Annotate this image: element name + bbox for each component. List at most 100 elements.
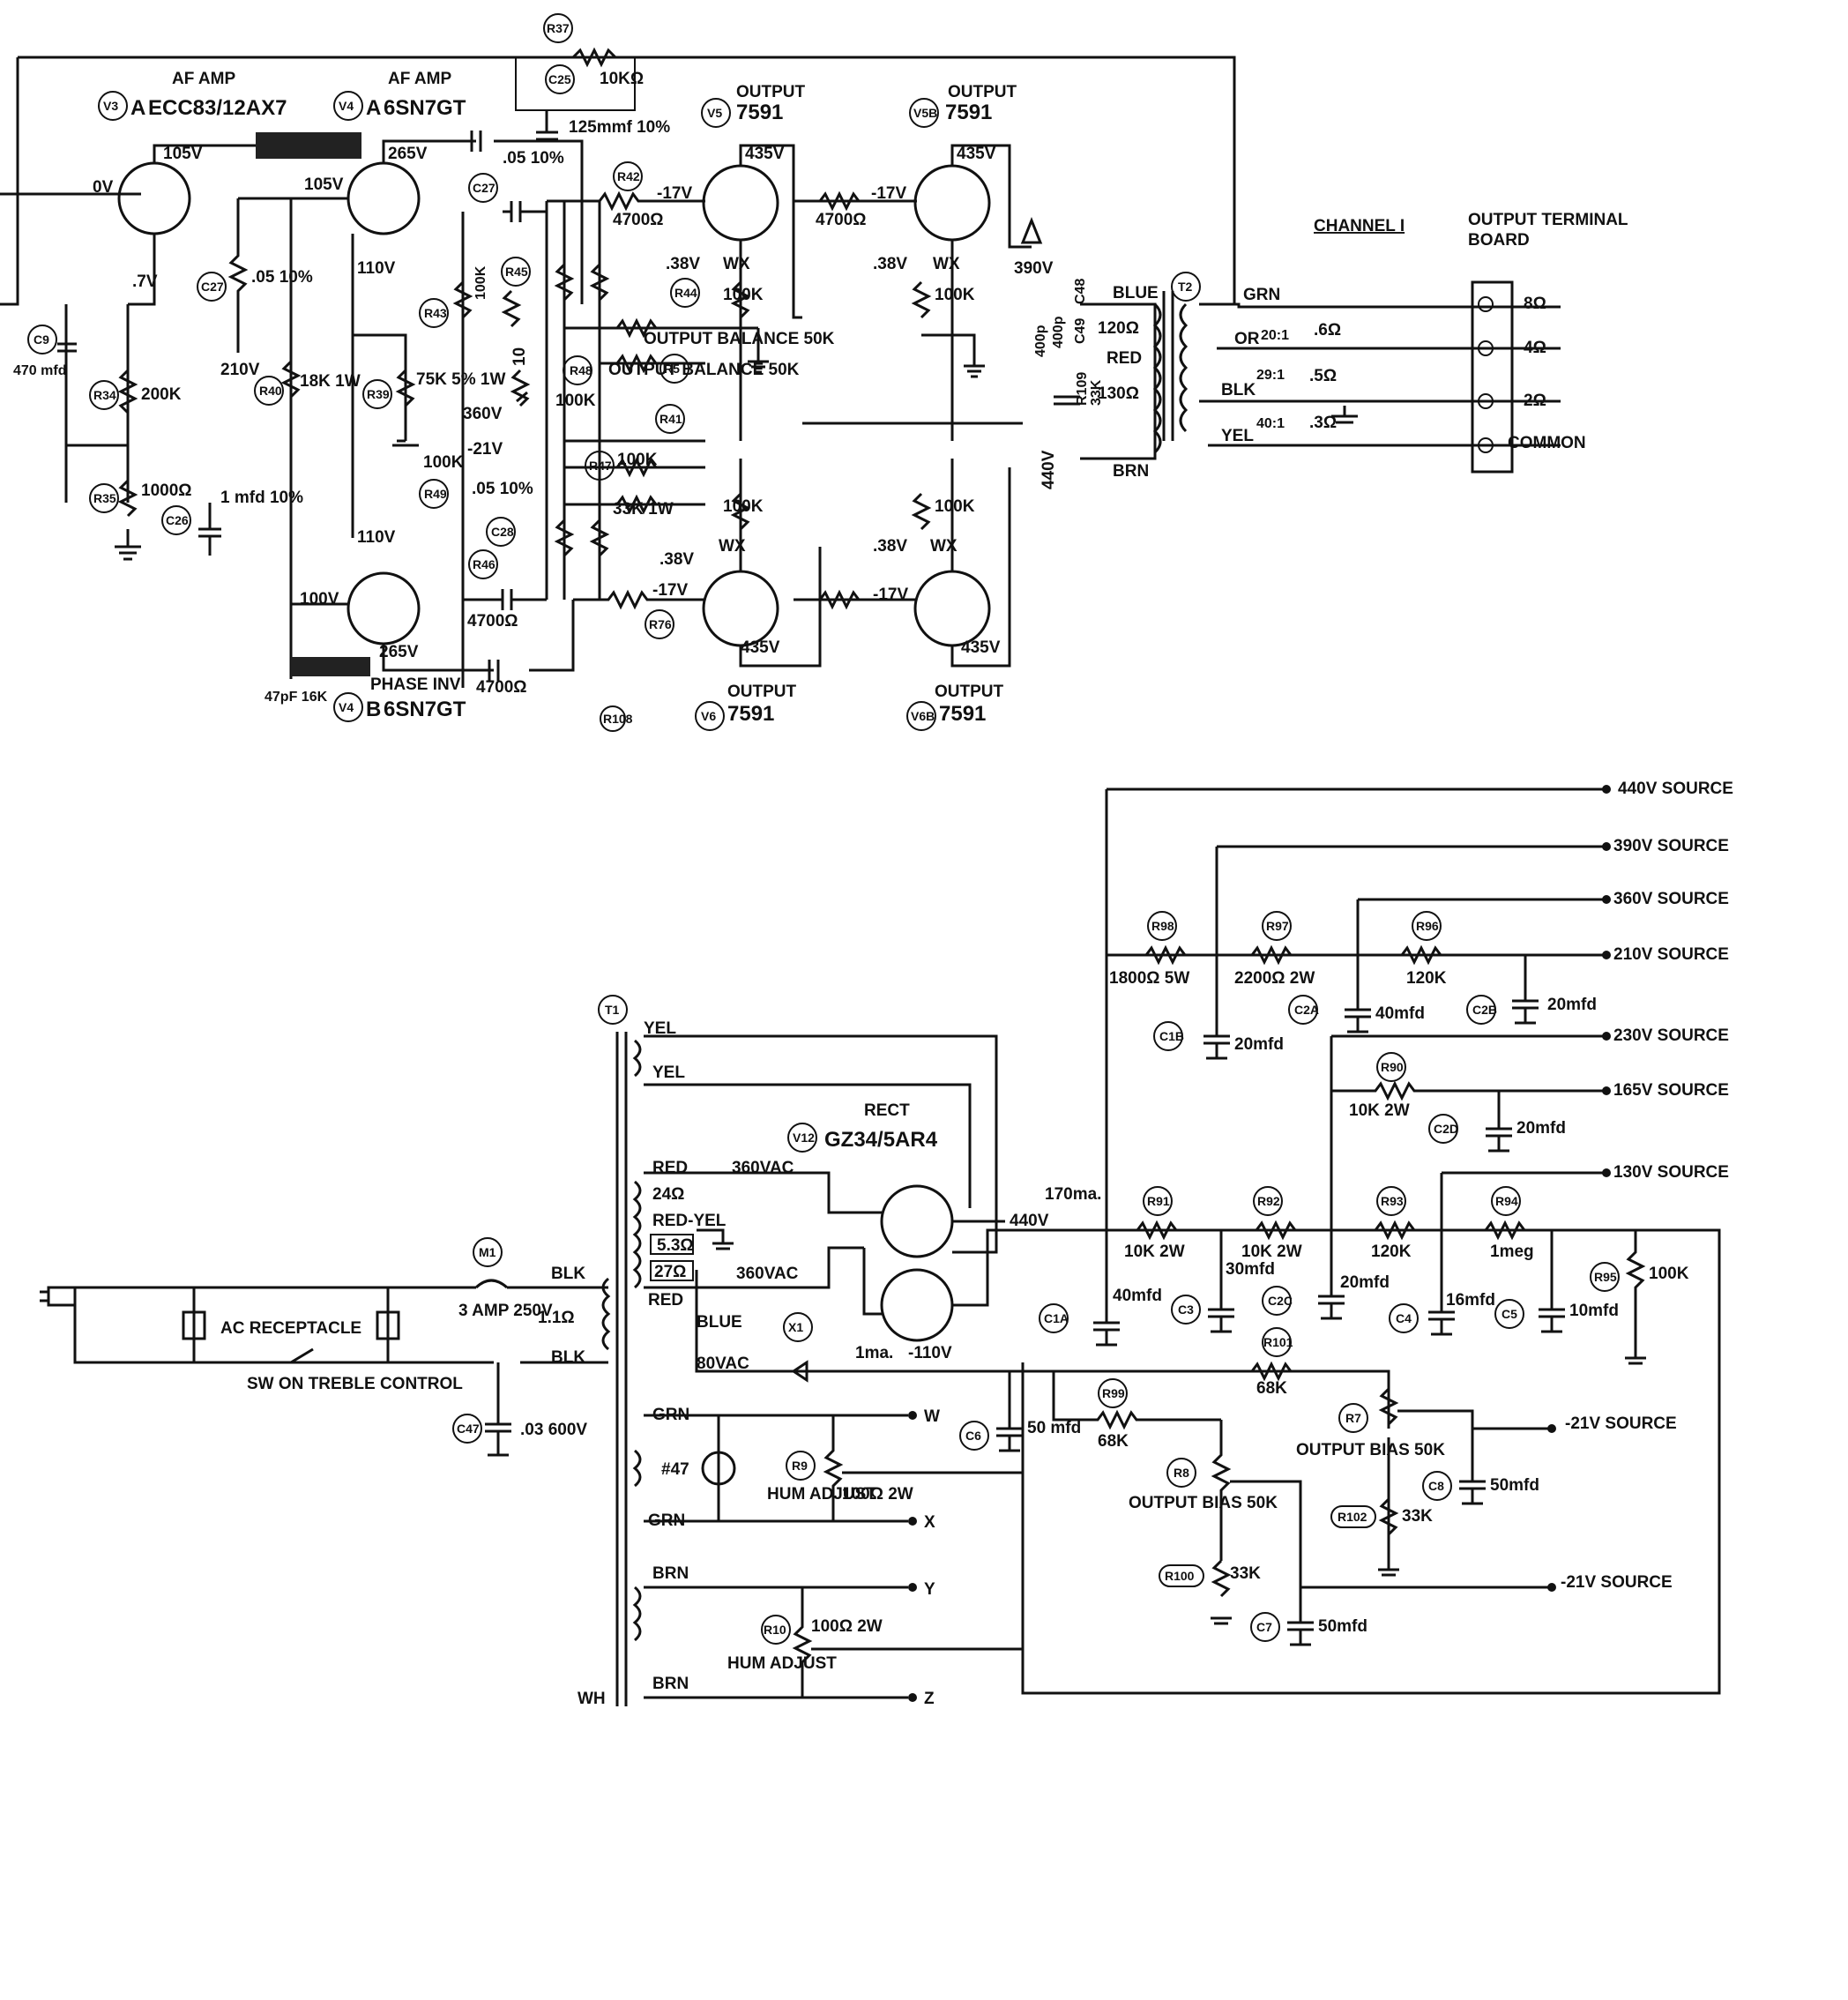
c2b-value: 20mfd — [1547, 996, 1597, 1014]
v4a-function: AF AMP — [388, 70, 451, 88]
r5-value: 100K — [555, 392, 596, 410]
r108-label: C48 — [1073, 279, 1088, 304]
r95-value: 100K — [1649, 1265, 1689, 1283]
c2a-cap: C2A 40mfd — [1288, 995, 1425, 1034]
r36-resistor: R35 1000Ω — [89, 479, 192, 561]
r43-label: R45 — [505, 265, 528, 279]
r93-label: R93 — [1381, 1194, 1404, 1208]
c8-value: 50mfd — [1490, 1476, 1539, 1495]
r47-label: C28 — [491, 525, 514, 539]
c1a-value: 40mfd — [1113, 1287, 1162, 1305]
r9-label: R9 — [792, 1459, 808, 1473]
r44-label: R5 — [664, 362, 680, 376]
t2-blue: BLUE — [1113, 284, 1159, 302]
v4b-grid-volts: 100V — [300, 590, 339, 608]
source-neg21-b: -21V SOURCE — [1561, 1573, 1673, 1592]
r43-resistor: R45 10 — [501, 257, 531, 366]
r43-value: 10 — [510, 347, 529, 366]
r37-label: R37 — [547, 21, 570, 35]
c2d-value: 20mfd — [1516, 1119, 1566, 1138]
r91-label: R91 — [1147, 1194, 1170, 1208]
t2-or: OR — [1234, 330, 1260, 348]
lamp-label: #47 — [661, 1460, 689, 1479]
t2-grn: GRN — [1243, 286, 1280, 304]
c2b-cap: C2B 20mfd — [1466, 955, 1597, 1025]
r48-value: 33K 1W — [613, 500, 674, 519]
r93-value: 120K — [1371, 1243, 1412, 1261]
c3-label: C3 — [1178, 1302, 1194, 1317]
r38-value: 18K 1W — [300, 372, 361, 391]
r41-resistor: R49 100K 360V -21V — [419, 405, 503, 509]
r42-value: 4700Ω — [613, 211, 664, 229]
t1-blk-1: BLK — [551, 1265, 585, 1283]
v3-section: A — [130, 96, 145, 120]
output-terminal-board: 8Ω 4Ω 2Ω COMMON — [1471, 280, 1586, 474]
v6-wx: WX — [719, 537, 746, 556]
r34-resistor: C27 .05 10% 210V — [197, 198, 313, 379]
v4b-ref: V4 — [339, 700, 354, 714]
t1-1-1ohm: 1.1Ω — [538, 1309, 575, 1327]
v6b-wx: WX — [930, 537, 958, 556]
c27-value: .05 10% — [503, 149, 564, 168]
r101-label: R101 — [1263, 1335, 1293, 1349]
r10-v6b: 100K — [935, 497, 975, 516]
r39-label: R43 — [424, 306, 447, 320]
v5-wx: WX — [723, 255, 750, 273]
t2-brn: BRN — [1113, 462, 1149, 481]
c25-label: C25 — [548, 72, 571, 86]
source-440v: 440V SOURCE — [1618, 780, 1733, 798]
c5-cap: C5 10mfd — [1494, 1230, 1619, 1333]
t2-yel: YEL — [1221, 427, 1254, 445]
r39-value: 100K — [473, 265, 488, 300]
r41-value: 100K — [423, 453, 464, 472]
t1-wh: WH — [578, 1690, 606, 1708]
c49-value: 33K — [1089, 379, 1104, 406]
r7-label: R7 — [1345, 1411, 1361, 1425]
r9-value: 100Ω 2W — [842, 1485, 913, 1504]
v4b-cathode-volts: 110V — [357, 528, 396, 547]
t1-brn-1: BRN — [652, 1564, 689, 1583]
c2a-value: 40mfd — [1375, 1004, 1425, 1023]
v4b-plate-volts: 265V — [379, 643, 419, 661]
source-390v: 390V SOURCE — [1613, 837, 1729, 855]
c48-label: C49 — [1073, 318, 1088, 344]
c2d-label: C2D — [1434, 1122, 1458, 1136]
v-21-label: -21V — [467, 440, 503, 459]
r108-group: 400p C48 C49 400p R109 33K 440V — [1033, 279, 1104, 489]
c28-label: R46 — [473, 557, 496, 571]
v5b-function: OUTPUT — [948, 83, 1017, 101]
amplifier-section: R37 10KΩ C25 125mmf 10% V3 A ECC83/12AX7… — [0, 13, 1628, 732]
r108-value: 400p — [1033, 325, 1048, 357]
r9-hum-adjust: R9 HUM ADJUST 100Ω 2W W X — [767, 1362, 1025, 1532]
v3-grid-volts: 0V — [93, 178, 114, 197]
v4b-type: 6SN7GT — [384, 698, 466, 721]
r92-value: 10K 2W — [1241, 1243, 1302, 1261]
power-transformer: T1 YEL YEL RED RED-YEL RED BLUE BLK BLK … — [538, 995, 998, 1708]
r90-value: 10K 2W — [1349, 1101, 1410, 1120]
r95-resistor: R95 100K — [1590, 1230, 1689, 1365]
r40-label: R39 — [367, 387, 390, 401]
v4a-cathode-volts: 110V — [357, 259, 396, 278]
t1-red-2: RED — [648, 1291, 683, 1310]
c6-cap: C6 50 mfd — [959, 1371, 1081, 1452]
r10-value: 100Ω 2W — [811, 1617, 883, 1636]
r8-pot: R8 OUTPUT BIAS 50K — [1129, 1420, 1302, 1587]
c4-cap: C4 16mfd — [1389, 1230, 1495, 1336]
tube-v6: V6 OUTPUT 7591 435V .38V WX — [659, 537, 797, 731]
r34-bottom-volts: 210V — [220, 361, 260, 379]
r37-value: 10KΩ — [600, 70, 644, 88]
c47-label: C47 — [457, 1422, 480, 1436]
r10-label: R10 — [764, 1623, 786, 1637]
t2-or-ohms: .6Ω — [1314, 321, 1341, 340]
v5-type: 7591 — [736, 101, 783, 124]
r91-resistor: R91 10K 2W — [1124, 1186, 1185, 1261]
r99-label: R99 — [1102, 1386, 1125, 1400]
c27-cap: C27 .05 10% — [468, 149, 564, 222]
t1-24ohm: 24Ω — [652, 1185, 684, 1204]
terminal-2ohm: 2Ω — [1524, 392, 1546, 410]
c27-label: C27 — [473, 181, 496, 195]
tube-v4b: V4 B 6SN7GT PHASE INV 110V 100V 265V 47p… — [265, 528, 466, 722]
terminal-board-title-2: BOARD — [1468, 231, 1530, 250]
phase-inv-cap: 47pF 16K — [265, 690, 328, 705]
v6-grid-volts: -17V — [652, 581, 688, 600]
